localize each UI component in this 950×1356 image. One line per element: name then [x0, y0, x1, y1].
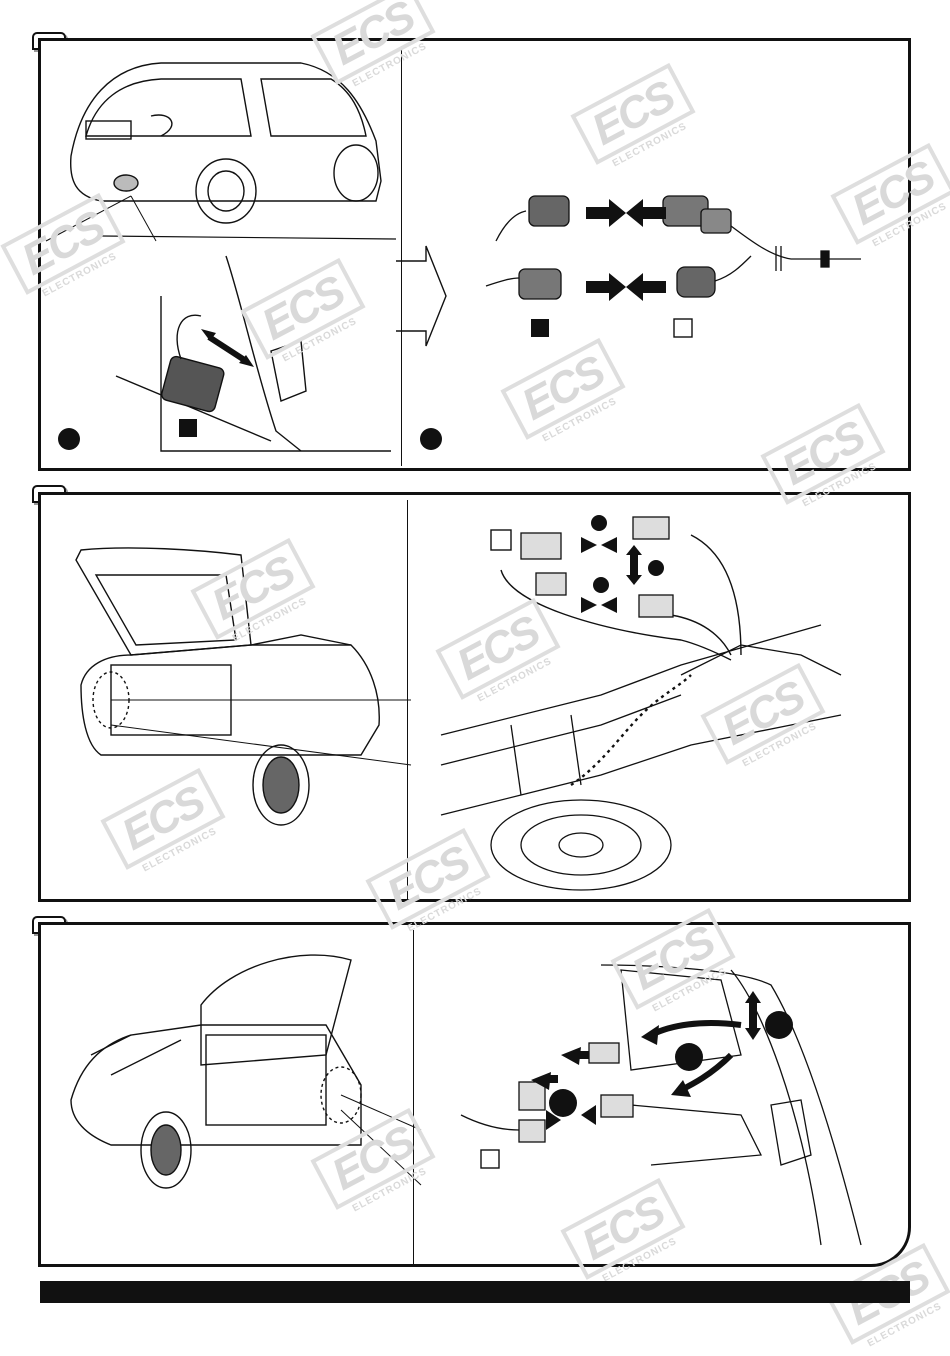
step-2-panel — [38, 492, 911, 902]
panel-2-divider — [407, 500, 408, 900]
connect-arrows — [586, 199, 666, 301]
car-rear-view — [71, 63, 381, 223]
connector-pairs-diagram — [486, 196, 861, 299]
dotted-routing-arrow-icon — [571, 675, 691, 785]
double-arrow-icon — [201, 329, 254, 367]
filled-circle-marker — [58, 428, 80, 450]
step-3-illustration — [41, 925, 914, 1270]
car-open-tailgate-side — [71, 955, 361, 1188]
filled-circle-marker — [765, 1011, 793, 1039]
filled-square-marker — [531, 319, 549, 337]
panel-1-divider — [401, 46, 402, 466]
panel-3-divider — [413, 930, 414, 1265]
hollow-square-marker — [491, 530, 511, 550]
side-panel-closeup — [601, 965, 861, 1245]
hollow-square-marker — [481, 1150, 499, 1168]
filled-square-marker — [179, 419, 197, 437]
step-3-panel — [38, 922, 911, 1267]
filled-circle-marker — [420, 428, 442, 450]
step-2-illustration — [41, 495, 914, 905]
connect-arrows — [581, 537, 642, 613]
car-open-tailgate — [76, 548, 379, 825]
filled-circle-marker — [648, 560, 664, 576]
filled-circle-marker — [549, 1089, 577, 1117]
bumper-connector-closeup — [116, 256, 391, 451]
filled-circle-marker — [675, 1043, 703, 1071]
filled-circle-marker — [593, 577, 609, 593]
footer-bar — [40, 1281, 910, 1303]
step-1-illustration — [41, 41, 914, 474]
step-1-panel — [38, 38, 911, 471]
filled-circle-marker — [591, 515, 607, 531]
hollow-square-marker — [674, 319, 692, 337]
trunk-interior-closeup — [441, 625, 841, 890]
right-arrow-icon — [396, 246, 446, 346]
